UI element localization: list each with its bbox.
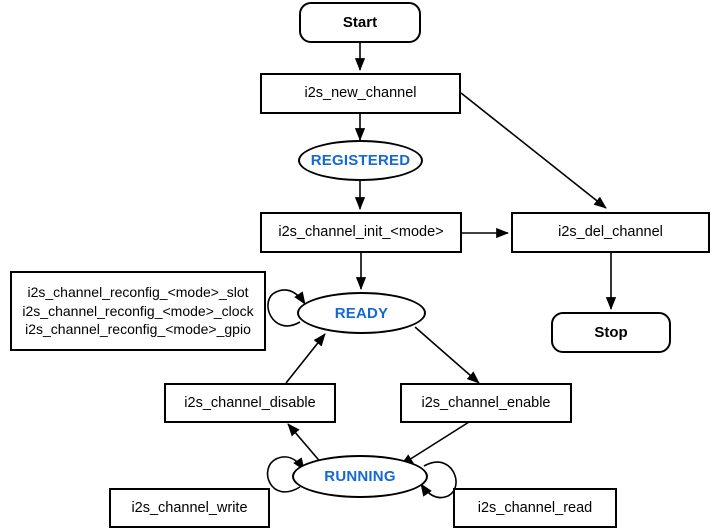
node-stop[interactable]: Stop [551,312,671,353]
node-i2s-channel-disable[interactable]: i2s_channel_disable [164,383,336,423]
edge-channel-enable-to-running [400,421,470,466]
edge-ready-to-channel-enable [414,326,480,384]
edge-new-channel-to-del-channel [460,92,607,209]
edge-channel-disable-to-ready [285,333,326,384]
node-i2s-channel-read[interactable]: i2s_channel_read [453,488,617,528]
node-i2s-channel-write[interactable]: i2s_channel_write [109,488,270,528]
state-registered[interactable]: REGISTERED [298,140,423,181]
node-i2s-channel-init[interactable]: i2s_channel_init_<mode> [260,212,462,253]
node-start[interactable]: Start [299,2,421,43]
state-running[interactable]: RUNNING [292,455,428,498]
node-i2s-del-channel[interactable]: i2s_del_channel [511,212,710,253]
node-i2s-new-channel[interactable]: i2s_new_channel [260,73,461,114]
state-ready[interactable]: READY [297,292,426,334]
node-i2s-channel-enable[interactable]: i2s_channel_enable [400,383,572,423]
node-i2s-channel-reconfig[interactable]: i2s_channel_reconfig_<mode>_slot i2s_cha… [10,271,266,351]
